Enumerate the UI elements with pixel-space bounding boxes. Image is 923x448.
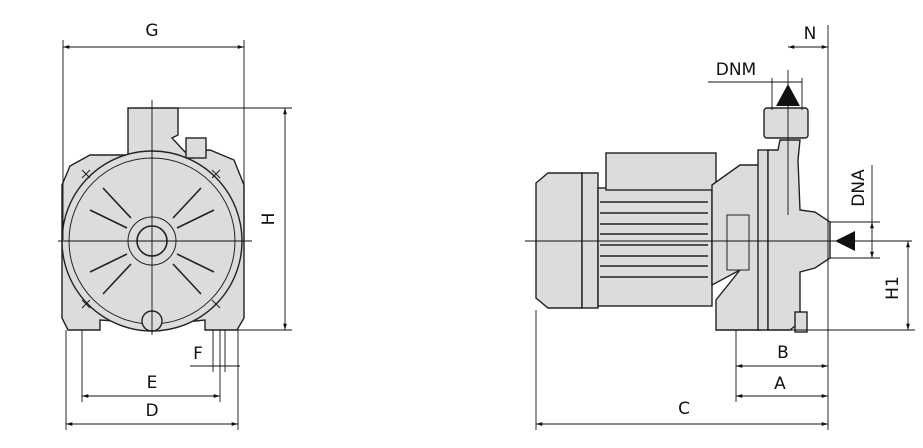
fan-cover [535, 172, 583, 309]
label-A: A [774, 374, 786, 394]
motor-body [597, 187, 713, 307]
label-DNA: DNA [849, 169, 869, 207]
label-D: D [145, 401, 158, 421]
fill-plug [185, 137, 207, 159]
side-view: N DNM DNA H1 B A C [525, 24, 915, 430]
pump-casing [767, 139, 831, 331]
label-B: B [777, 343, 789, 363]
motor-flange [581, 172, 599, 309]
label-F: F [193, 344, 203, 364]
terminal-box [605, 152, 717, 191]
front-view: G H F E D [58, 21, 292, 430]
casing-flange [757, 149, 769, 331]
label-DNM: DNM [716, 60, 756, 80]
bracket-window [726, 214, 750, 271]
rib-lines [89, 187, 215, 295]
cooling-fins [600, 201, 708, 278]
label-N: N [804, 24, 817, 44]
label-C: C [678, 399, 690, 419]
label-H: H [259, 213, 279, 226]
extension-lines-front [62, 40, 292, 430]
bracket [711, 164, 761, 331]
outlet-port [763, 107, 809, 139]
drain-nut [794, 311, 808, 333]
label-H1: H1 [883, 276, 903, 300]
bolt-marks [81, 169, 221, 309]
label-G: G [145, 21, 158, 41]
label-E: E [147, 373, 158, 393]
